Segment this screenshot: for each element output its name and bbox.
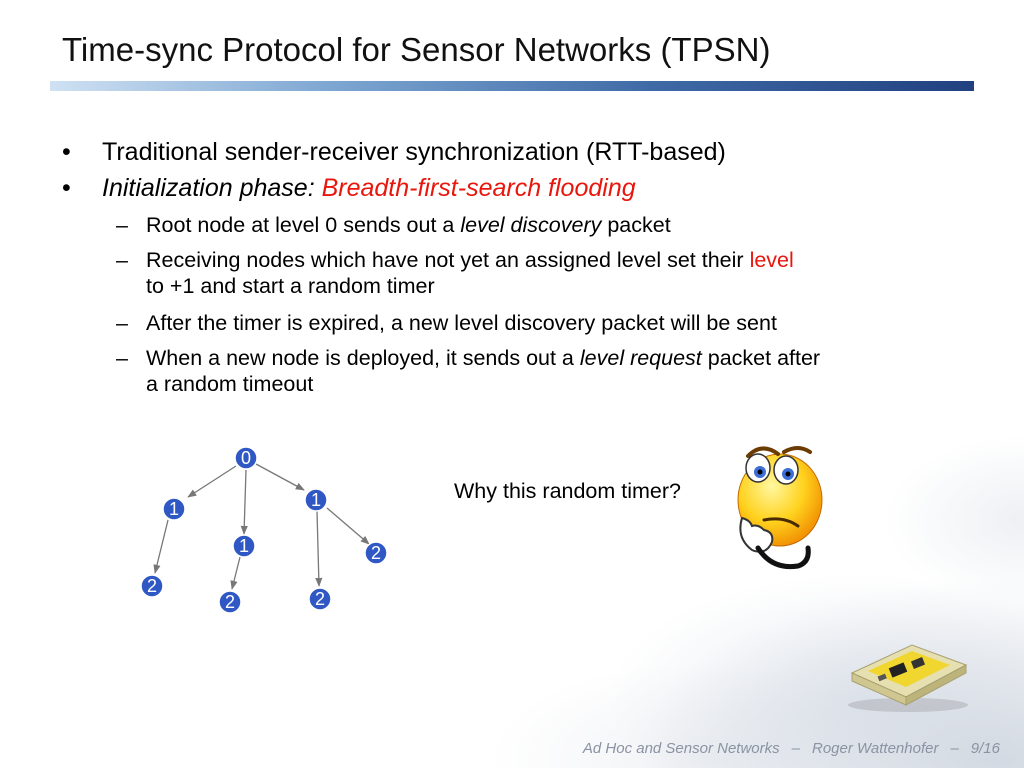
tree-node-level2: 2 xyxy=(364,541,388,565)
subbullet-text: Receiving nodes which have not yet an as… xyxy=(146,247,966,299)
text-run: When a new node is deployed, it sends ou… xyxy=(146,346,580,370)
tree-edge xyxy=(153,519,169,574)
svg-text:1: 1 xyxy=(169,499,179,519)
footer-separator: – xyxy=(791,740,800,757)
tree-edge xyxy=(240,469,248,535)
tree-node-level2: 2 xyxy=(218,590,242,614)
tree-node-level1: 1 xyxy=(304,488,328,512)
bullet-highlight: Breadth-first-search flooding xyxy=(321,174,636,202)
text-run: a random timeout xyxy=(146,372,314,396)
level-tree-diagram: 0 1 1 1 2 2 2 2 xyxy=(140,446,388,614)
subbullet-marker: – xyxy=(116,311,128,335)
tree-node-level2: 2 xyxy=(140,574,164,598)
text-run: packet after xyxy=(701,346,821,370)
text-run: Receiving nodes which have not yet an as… xyxy=(146,248,750,272)
footer-course: Ad Hoc and Sensor Networks xyxy=(582,740,780,757)
tree-edge xyxy=(187,465,237,498)
tree-edge xyxy=(230,556,241,590)
tree-node-root: 0 xyxy=(234,446,258,470)
slide-footer: Ad Hoc and Sensor Networks–Roger Wattenh… xyxy=(583,739,1000,759)
svg-text:1: 1 xyxy=(239,536,249,556)
tree-edge xyxy=(326,507,370,545)
thinking-smiley-icon xyxy=(737,446,823,570)
tree-node-level1: 1 xyxy=(232,534,256,558)
tree-edge xyxy=(255,463,305,491)
bullet-marker: • xyxy=(62,174,71,202)
subbullet-marker: – xyxy=(116,248,128,272)
title-underline xyxy=(50,81,974,91)
svg-text:2: 2 xyxy=(371,543,381,563)
bullet-marker: • xyxy=(62,138,71,166)
subbullet-text: After the timer is expired, a new level … xyxy=(146,311,777,335)
text-run: packet xyxy=(601,213,671,237)
footer-separator: – xyxy=(950,740,959,757)
bullet-text: Traditional sender-receiver synchronizat… xyxy=(102,138,726,166)
text-run: to +1 and start a random timer xyxy=(146,274,435,298)
subbullet-text: Root node at level 0 sends out a level d… xyxy=(146,212,966,238)
svg-text:1: 1 xyxy=(311,490,321,510)
bullet-label: Initialization phase: xyxy=(102,174,315,202)
svg-text:2: 2 xyxy=(315,589,325,609)
red-text: level xyxy=(749,248,794,272)
subbullet-marker: – xyxy=(116,213,128,237)
tree-edge xyxy=(315,510,323,587)
tree-node-level2: 2 xyxy=(308,587,332,611)
slide-title: Time-sync Protocol for Sensor Networks (… xyxy=(62,31,771,68)
subbullet-marker: – xyxy=(116,346,128,370)
bullet-text: Initialization phase: Breadth-first-sear… xyxy=(102,173,636,203)
emphasis-text: level request xyxy=(579,346,702,370)
svg-text:2: 2 xyxy=(147,576,157,596)
svg-text:2: 2 xyxy=(225,592,235,612)
footer-author: Roger Wattenhofer xyxy=(811,740,939,757)
text-run: Root node at level 0 sends out a xyxy=(146,213,461,237)
svg-text:0: 0 xyxy=(241,448,251,468)
tree-node-level1: 1 xyxy=(162,497,186,521)
footer-page-number: 9/16 xyxy=(970,740,1000,757)
question-text: Why this random timer? xyxy=(454,479,682,503)
sensor-node-image xyxy=(848,644,968,712)
emphasis-text: level discovery xyxy=(460,213,602,237)
subbullet-text: When a new node is deployed, it sends ou… xyxy=(146,345,966,397)
